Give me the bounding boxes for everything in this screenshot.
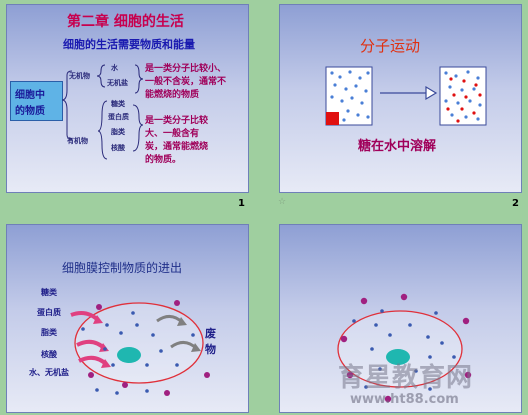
slide-3-thumbnail[interactable]: 细胞膜控制物质的进出 糖类 蛋白质 脂类 核酸 水、无机盐 废 物	[6, 224, 249, 413]
inorganic-label: 无机物	[69, 72, 90, 80]
watermark-url: www.ht88.com	[350, 392, 459, 407]
label-lipid: 脂类	[41, 328, 57, 337]
organic-desc-2: 大、一般含有	[145, 129, 200, 139]
watermark-text: 育星教育网	[338, 363, 474, 393]
waste-label-2: 物	[205, 343, 216, 356]
cell-membrane-diagram	[70, 300, 210, 396]
organic-label: 有机物	[67, 137, 88, 145]
molecule-diagram	[325, 66, 487, 126]
inorganic-desc-2: 一般不含炭，通常不	[145, 77, 227, 87]
cell-substance-box: 细胞中 的物质	[10, 81, 63, 121]
slide-number-2: 2	[512, 198, 519, 209]
slide-caption: 糖在水中溶解	[358, 139, 437, 154]
slide-2-thumbnail[interactable]: 分子运动 糖在水中溶解	[279, 4, 522, 193]
bracket-lines	[61, 64, 144, 160]
organic-desc-1: 是一类分子比较	[145, 116, 209, 126]
slide-title: 分子运动	[360, 37, 421, 55]
slide-number-1: 1	[238, 198, 245, 209]
slide-title: 第二章 细胞的生活	[67, 14, 184, 30]
cell-label-line1: 细胞中	[15, 90, 45, 101]
waste-label-1: 废	[205, 327, 216, 340]
slide-1-thumbnail[interactable]: 第二章 细胞的生活 细胞的生活需要物质和能量 细胞中 的物质 无机物 水 无机盐…	[6, 4, 249, 193]
label-nucleic: 核酸	[41, 350, 57, 359]
slide-title: 细胞膜控制物质的进出	[62, 261, 183, 275]
label-sugar: 糖类	[41, 288, 57, 297]
label-protein: 蛋白质	[37, 308, 61, 317]
cell-diagram	[337, 293, 472, 403]
slide-4-thumbnail[interactable]	[279, 224, 522, 413]
cell-label-line2: 的物质	[15, 106, 45, 117]
inorganic-item-water: 水	[111, 64, 118, 72]
organic-item-nucleic: 核酸	[111, 144, 125, 152]
slide-transition-icon[interactable]: ☆	[278, 197, 287, 207]
label-water-salt: 水、无机盐	[29, 368, 69, 377]
inorganic-item-salt: 无机盐	[107, 79, 128, 87]
slide-subtitle: 细胞的生活需要物质和能量	[63, 38, 195, 51]
organic-item-sugar: 糖类	[111, 100, 125, 108]
inorganic-desc-3: 能燃烧的物质	[145, 90, 200, 100]
inorganic-desc-1: 是一类分子比较小、	[145, 64, 227, 74]
organic-desc-3: 炭，通常能燃烧	[145, 142, 209, 152]
organic-item-lipid: 脂类	[111, 128, 125, 136]
organic-item-protein: 蛋白质	[108, 113, 129, 121]
organic-desc-4: 的物质。	[145, 155, 182, 165]
